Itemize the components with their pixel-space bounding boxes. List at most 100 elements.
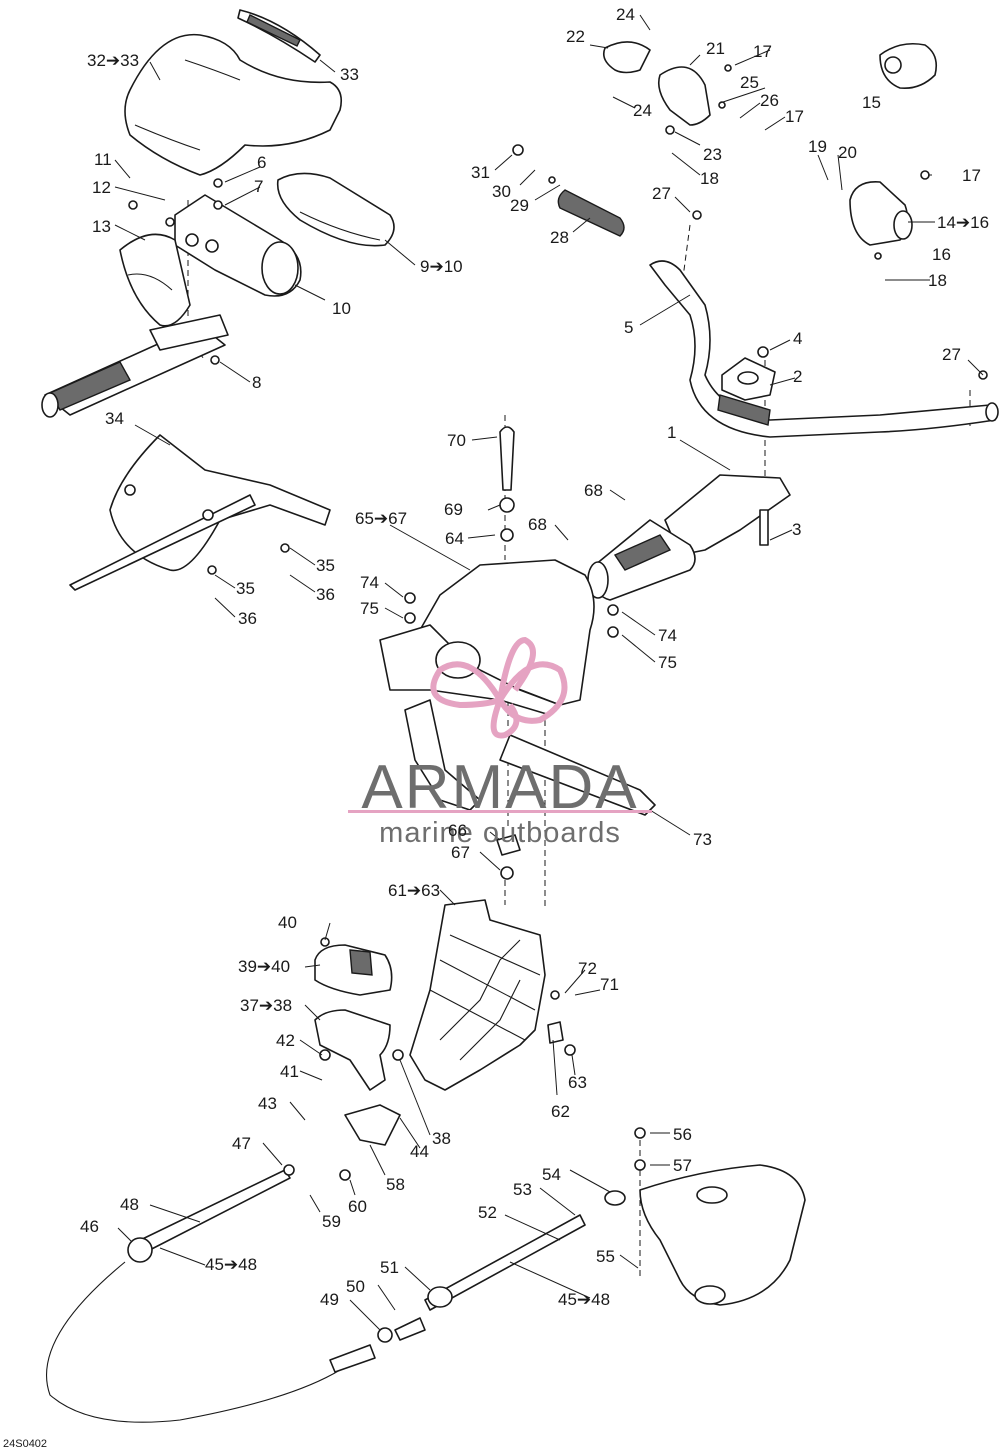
callout-label: 7 bbox=[254, 177, 263, 196]
callout-label: 73 bbox=[693, 830, 712, 849]
callout-label: 5 bbox=[624, 318, 633, 337]
callout-label: 15 bbox=[862, 93, 881, 112]
callout-label: 22 bbox=[566, 27, 585, 46]
callout-label: 75 bbox=[360, 599, 379, 618]
pad-9 bbox=[276, 172, 395, 247]
callout-label: 62 bbox=[551, 1102, 570, 1121]
callout-label: 21 bbox=[706, 39, 725, 58]
mount-37 bbox=[314, 1009, 391, 1091]
callout-label: 17 bbox=[962, 166, 981, 185]
callout-label: 48 bbox=[120, 1195, 139, 1214]
badge-bar-33 bbox=[237, 9, 321, 63]
callout-label: 66 bbox=[448, 821, 467, 840]
callout-label: 67 bbox=[451, 843, 470, 862]
plate-58 bbox=[344, 1104, 401, 1146]
grip-28 bbox=[557, 189, 625, 237]
callout-label: 4 bbox=[793, 329, 802, 348]
callout-label: 39➔40 bbox=[238, 957, 290, 976]
callout-label: 13 bbox=[92, 217, 111, 236]
handlebar-5 bbox=[649, 260, 999, 438]
callout-label: 10 bbox=[332, 299, 351, 318]
callout-label: 37➔38 bbox=[240, 996, 292, 1015]
callout-label: 46 bbox=[80, 1217, 99, 1236]
callout-label: 74 bbox=[658, 626, 677, 645]
callout-label: 65➔67 bbox=[355, 509, 407, 528]
callout-label: 26 bbox=[760, 91, 779, 110]
callout-label: 17 bbox=[753, 42, 772, 61]
callout-label: 16 bbox=[932, 245, 951, 264]
callout-label: 27 bbox=[942, 345, 961, 364]
callout-label: 20 bbox=[838, 143, 857, 162]
callout-label: 25 bbox=[740, 73, 759, 92]
clamp-2 bbox=[721, 357, 776, 401]
switch-housing-21 bbox=[602, 41, 711, 126]
watermark-tagline: marine outboards bbox=[379, 817, 621, 849]
callout-label: 61➔63 bbox=[388, 881, 440, 900]
callout-label: 34 bbox=[105, 409, 124, 428]
callout-label: 51 bbox=[380, 1258, 399, 1277]
callout-label: 3 bbox=[792, 520, 801, 539]
callout-label: 32➔33 bbox=[87, 51, 139, 70]
callout-label: 50 bbox=[346, 1277, 365, 1296]
callout-label: 52 bbox=[478, 1203, 497, 1222]
bracket-61 bbox=[409, 899, 546, 1091]
start-button-15 bbox=[879, 42, 938, 90]
callout-label: 38 bbox=[432, 1129, 451, 1148]
callout-label: 59 bbox=[322, 1212, 341, 1231]
housing-10 bbox=[174, 194, 302, 297]
callout-label: 74 bbox=[360, 573, 379, 592]
upper-cover-32 bbox=[124, 33, 343, 176]
leader-lines bbox=[114, 14, 984, 1331]
nozzle bbox=[604, 1164, 806, 1306]
callout-label: 70 bbox=[447, 431, 466, 450]
callout-label: 1 bbox=[667, 423, 676, 442]
shield-13 bbox=[119, 233, 191, 327]
callout-label: 40 bbox=[278, 913, 297, 932]
callout-label: 24 bbox=[616, 5, 635, 24]
callout-label: 31 bbox=[471, 163, 490, 182]
callout-label: 42 bbox=[276, 1031, 295, 1050]
callout-label: 53 bbox=[513, 1180, 532, 1199]
callout-label: 36 bbox=[316, 585, 335, 604]
fasteners bbox=[128, 64, 988, 1181]
callout-label: 12 bbox=[92, 178, 111, 197]
callout-label: 71 bbox=[600, 975, 619, 994]
watermark-rule bbox=[348, 810, 652, 813]
cable-assembly bbox=[46, 1169, 586, 1423]
callout-label: 35 bbox=[316, 556, 335, 575]
callout-label: 6 bbox=[257, 153, 266, 172]
callout-label: 49 bbox=[320, 1290, 339, 1309]
callout-label: 41 bbox=[280, 1062, 299, 1081]
callout-label: 36 bbox=[238, 609, 257, 628]
callout-label: 11 bbox=[94, 150, 112, 169]
callout-label: 63 bbox=[568, 1073, 587, 1092]
callout-label: 24 bbox=[633, 101, 652, 120]
callout-label: 33 bbox=[340, 65, 359, 84]
callout-label: 45➔48 bbox=[205, 1255, 257, 1274]
callout-label: 68 bbox=[584, 481, 603, 500]
callout-label: 8 bbox=[252, 373, 261, 392]
callout-label: 75 bbox=[658, 653, 677, 672]
callout-label: 18 bbox=[700, 169, 719, 188]
callout-label: 17 bbox=[785, 107, 804, 126]
callout-label: 9➔10 bbox=[420, 257, 463, 276]
callout-label: 58 bbox=[386, 1175, 405, 1194]
callout-label: 28 bbox=[550, 228, 569, 247]
watermark: ARMADA marine outboards bbox=[348, 636, 652, 849]
lever-34 bbox=[69, 434, 331, 591]
callout-label: 69 bbox=[444, 500, 463, 519]
callout-label: 44 bbox=[410, 1142, 429, 1161]
callout-label: 35 bbox=[236, 579, 255, 598]
callout-label: 23 bbox=[703, 145, 722, 164]
left-grip bbox=[41, 314, 229, 418]
callout-label: 64 bbox=[445, 529, 464, 548]
callout-label: 27 bbox=[652, 184, 671, 203]
callout-label: 19 bbox=[808, 137, 827, 156]
callout-label: 45➔48 bbox=[558, 1290, 610, 1309]
callout-label: 47 bbox=[232, 1134, 251, 1153]
watermark-logo bbox=[430, 636, 568, 739]
clamp-39 bbox=[314, 944, 393, 996]
callout-label: 2 bbox=[793, 367, 802, 386]
